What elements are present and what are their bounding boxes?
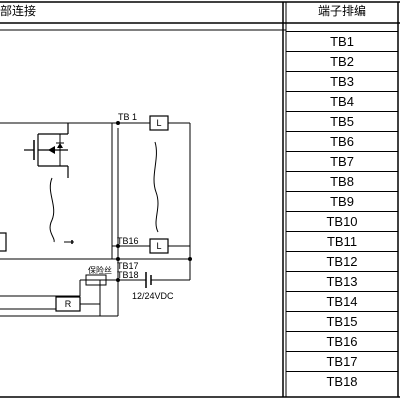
terminal-cell: TB10 [286, 211, 398, 232]
load-bottom-label: L [156, 241, 162, 251]
terminal-cell: TB13 [286, 271, 398, 292]
terminal-row: TB14 [286, 291, 398, 312]
terminal-row: TB3 [286, 71, 398, 92]
terminal-row: TB5 [286, 111, 398, 132]
load-top-label: L [156, 118, 162, 128]
terminal-cell: TB1 [286, 31, 398, 52]
terminal-cell: TB7 [286, 151, 398, 172]
terminal-cell: TB11 [286, 231, 398, 252]
terminal-row: TB7 [286, 151, 398, 172]
terminal-row: TB16 [286, 331, 398, 352]
tb17-label: TB17 [117, 261, 139, 271]
terminal-cell: TB4 [286, 91, 398, 112]
terminal-cell: TB18 [286, 371, 398, 391]
resistor-label: R [64, 299, 72, 309]
terminal-cell: TB15 [286, 311, 398, 332]
terminal-cell: TB16 [286, 331, 398, 352]
tb16-label: TB16 [117, 236, 139, 246]
terminal-row: TB1 [286, 31, 398, 52]
terminal-cell: TB9 [286, 191, 398, 212]
terminal-cell: TB8 [286, 171, 398, 192]
terminal-cell: TB12 [286, 251, 398, 272]
terminal-row: TB4 [286, 91, 398, 112]
tb1-label: TB 1 [118, 112, 138, 122]
right-header-title: 端子排编 [317, 4, 366, 18]
left-header-title: 部连接 [0, 4, 37, 18]
terminal-row: TB12 [286, 251, 398, 272]
terminal-cell: TB3 [286, 71, 398, 92]
terminal-cell: TB2 [286, 51, 398, 72]
fuse-label: 保险丝 [88, 266, 112, 275]
terminal-row: TB13 [286, 271, 398, 292]
terminal-row: TB8 [286, 171, 398, 192]
terminal-cell: TB14 [286, 291, 398, 312]
supply-voltage-label: 12/24VDC [132, 291, 174, 301]
terminal-row: TB10 [286, 211, 398, 232]
terminal-row: TB2 [286, 51, 398, 72]
terminal-row: TB15 [286, 311, 398, 332]
transistor-symbol [24, 123, 69, 178]
terminal-row: TB6 [286, 131, 398, 152]
terminal-row: TB11 [286, 231, 398, 252]
terminal-cell: TB6 [286, 131, 398, 152]
terminal-cell: TB17 [286, 351, 398, 372]
terminal-row: TB18 [286, 371, 398, 391]
terminal-cell: TB5 [286, 111, 398, 132]
terminal-row: TB9 [286, 191, 398, 212]
terminal-row: TB17 [286, 351, 398, 372]
tb18-label: TB18 [117, 270, 139, 280]
